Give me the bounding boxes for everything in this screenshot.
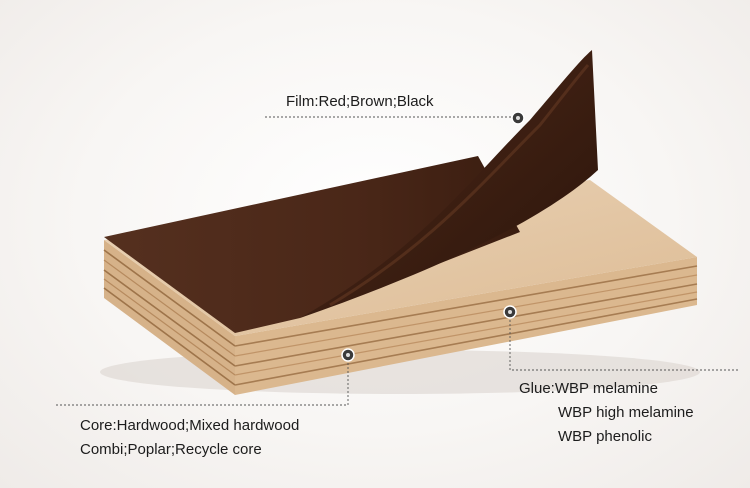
core-label-line1: Core:Hardwood;Mixed hardwood (80, 417, 300, 434)
glue-label-line3: WBP phenolic (558, 428, 652, 445)
marker-dots (341, 111, 525, 362)
plywood-front-edge (103, 240, 236, 395)
film-sheet (104, 156, 520, 333)
film-curl-highlight (329, 64, 590, 307)
glue-label-line2: WBP high melamine (558, 404, 694, 421)
glue-label-line1: Glue:WBP melamine (519, 380, 658, 397)
film-label: Film:Red;Brown;Black (286, 93, 434, 110)
glue-leader-line (509, 312, 740, 371)
film-curl (300, 50, 598, 318)
core-leader-line (55, 355, 349, 406)
core-label-line2: Combi;Poplar;Recycle core (80, 441, 262, 458)
leader-lines (55, 116, 740, 406)
